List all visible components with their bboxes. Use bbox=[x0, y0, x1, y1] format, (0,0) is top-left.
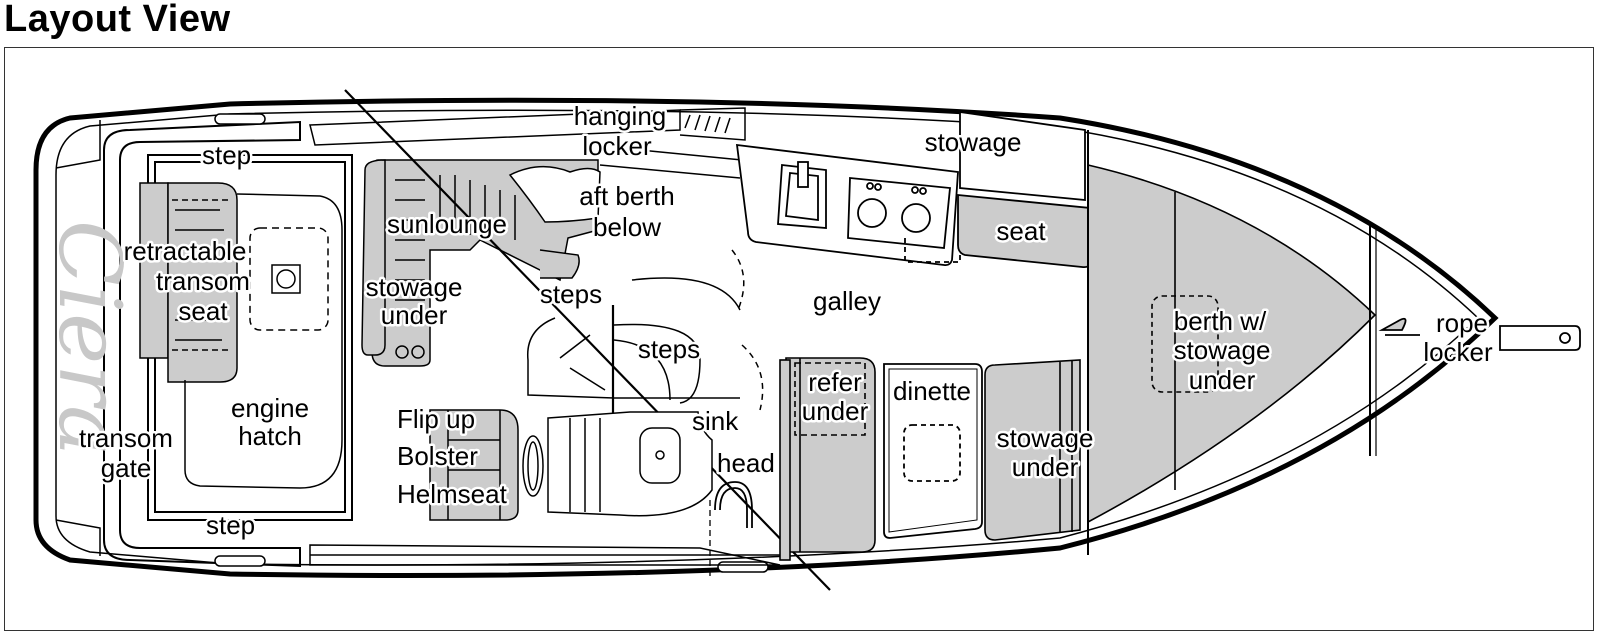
v-berth bbox=[1087, 130, 1377, 555]
head-toilet bbox=[709, 481, 753, 580]
cleat-icon bbox=[717, 561, 769, 573]
label-transom-gate-1: transom bbox=[79, 423, 173, 453]
label-steps-lower: steps bbox=[638, 334, 700, 364]
label-sunlounge: sunlounge bbox=[387, 209, 507, 239]
fwd-dinette-seat bbox=[984, 359, 1081, 541]
label-engine: engine bbox=[231, 393, 309, 423]
engine-hatch bbox=[184, 193, 343, 489]
diagram-frame bbox=[4, 47, 1594, 631]
label-helmseat: Helmseat bbox=[397, 479, 508, 509]
label-rope: rope bbox=[1436, 308, 1488, 338]
label-hanging: hanging bbox=[574, 101, 667, 131]
label-berth-stowage: stowage bbox=[1174, 335, 1271, 365]
hull-inner bbox=[55, 109, 1480, 566]
label-head: head bbox=[717, 448, 775, 478]
label-transom: transom bbox=[156, 266, 250, 296]
label-locker: locker bbox=[582, 131, 652, 161]
label-retractable: retractable bbox=[124, 236, 247, 266]
anchor-pulpit bbox=[1378, 317, 1581, 351]
sunlounge bbox=[361, 159, 601, 367]
label-seat: seat bbox=[996, 216, 1046, 246]
label-stowage-aft-1: stowage bbox=[366, 272, 463, 302]
helmseat bbox=[429, 409, 519, 521]
hull-outer bbox=[33, 97, 1499, 579]
label-dinette: dinette bbox=[893, 376, 971, 406]
stove-icon bbox=[847, 177, 951, 249]
label-refer: refer bbox=[808, 367, 862, 397]
label-steps-upper: steps bbox=[540, 279, 602, 309]
retractable-transom-seat bbox=[139, 182, 238, 383]
hanging-locker bbox=[679, 107, 746, 141]
label-stowage-aft-2: under bbox=[381, 300, 448, 330]
label-step-top: step bbox=[202, 140, 251, 170]
label-flip-up: Flip up bbox=[397, 404, 475, 434]
label-below: below bbox=[593, 212, 661, 242]
label-sink: sink bbox=[692, 406, 739, 436]
brand-script: Ciera bbox=[39, 220, 139, 457]
label-rope-locker: locker bbox=[1423, 337, 1493, 367]
label-galley: galley bbox=[813, 286, 881, 316]
label-step-bottom: step bbox=[206, 510, 255, 540]
label-bolster: Bolster bbox=[397, 441, 478, 471]
label-seat-transom: seat bbox=[178, 296, 228, 326]
section-cut-lines bbox=[344, 89, 831, 591]
label-transom-gate-2: gate bbox=[101, 453, 152, 483]
label-stowage-top: stowage bbox=[925, 127, 1022, 157]
galley-sink-icon bbox=[777, 163, 827, 229]
refer-seat bbox=[779, 357, 876, 561]
labels: step step retractable transom seat trans… bbox=[77, 99, 1496, 543]
cleat-icon bbox=[214, 555, 266, 567]
label-stowage-fwd-2: under bbox=[1012, 452, 1079, 482]
galley-counter bbox=[735, 143, 961, 267]
cleat-icon bbox=[214, 113, 266, 125]
label-berth-under: under bbox=[1189, 365, 1256, 395]
label-berth-w: berth w/ bbox=[1174, 306, 1267, 336]
page-title: Layout View bbox=[4, 0, 231, 40]
helm-console bbox=[522, 411, 713, 517]
label-stowage-fwd-1: stowage bbox=[997, 423, 1094, 453]
hull bbox=[33, 97, 1499, 579]
label-hatch: hatch bbox=[238, 421, 302, 451]
stowage-top bbox=[957, 110, 1091, 269]
anchor-roller-icon bbox=[1559, 332, 1571, 344]
label-aft-berth: aft berth bbox=[579, 181, 674, 211]
dinette-table bbox=[883, 363, 983, 539]
companionway-steps bbox=[527, 317, 740, 404]
label-refer-under: under bbox=[802, 396, 869, 426]
